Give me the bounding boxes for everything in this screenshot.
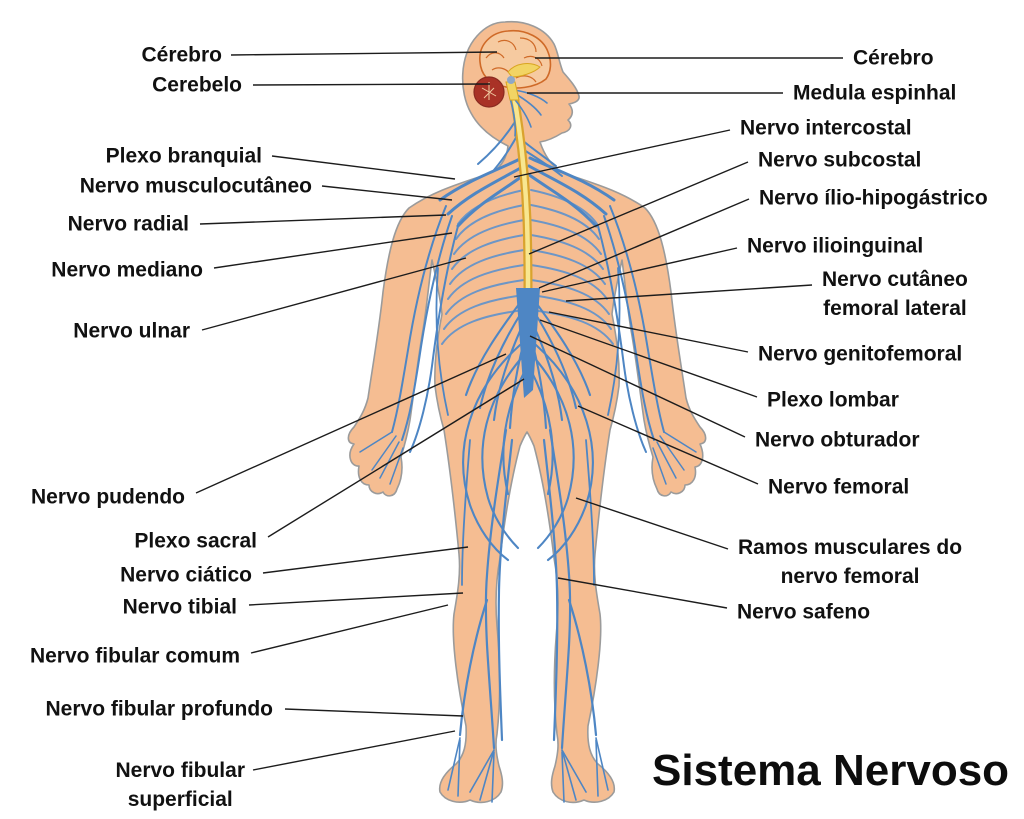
leg-nerves-right (542, 428, 609, 803)
label-nervo-safeno: Nervo safeno (737, 600, 871, 624)
leader-line-nervo-ilio-hipogastrico (538, 198, 750, 289)
label-nervo-intercostal: Nervo intercostal (740, 116, 912, 140)
leader-line-nervo-subcostal (528, 161, 749, 255)
leader-line-nervo-radial (199, 214, 447, 225)
cauda-equina (516, 288, 540, 398)
leader-line-nervo-musculocutaneo (321, 185, 453, 201)
leader-line-nervo-fibular-comum (250, 604, 449, 654)
leader-line-nervo-safeno (557, 577, 728, 609)
label-nervo-ciatico: Nervo ciático (120, 563, 252, 587)
label-nervo-cutaneo-femoral-lateral: Nervo cutâneo femoral lateral (822, 268, 968, 320)
leader-line-nervo-fibular-superficial (252, 730, 456, 771)
leader-line-nervo-cutaneo-femoral-lateral (565, 284, 813, 302)
leader-line-nervo-obturador (529, 335, 746, 438)
leader-line-plexo-sacral (267, 378, 525, 538)
leg-nerves-left (447, 428, 514, 803)
label-cerebro-right: Cérebro (853, 46, 934, 70)
label-nervo-genitofemoral: Nervo genitofemoral (758, 342, 963, 366)
label-cerebro-left: Cérebro (141, 43, 222, 67)
label-cerebelo: Cerebelo (152, 73, 242, 97)
label-plexo-branquial: Plexo branquial (105, 144, 262, 168)
label-nervo-ilio-hipogastrico: Nervo ílio-hipogástrico (759, 186, 988, 210)
label-ramos-musculares: Ramos musculares do nervo femoral (738, 536, 963, 588)
shoulder-nerves (438, 119, 616, 228)
leader-line-nervo-ulnar (201, 257, 467, 331)
label-nervo-obturador: Nervo obturador (755, 428, 920, 452)
label-plexo-sacral: Plexo sacral (134, 529, 257, 553)
label-nervo-musculocutaneo: Nervo musculocutâneo (79, 174, 312, 198)
leader-line-plexo-lombar (539, 319, 758, 398)
spinal-cord-illustration (509, 91, 533, 297)
label-nervo-fibular-superficial: Nervo fibular superficial (115, 759, 245, 811)
leader-line-plexo-branquial (271, 155, 456, 180)
label-nervo-femoral: Nervo femoral (768, 475, 910, 499)
leader-line-nervo-genitofemoral (548, 311, 749, 353)
leader-line-nervo-fibular-profundo (284, 708, 464, 717)
leader-line-nervo-intercostal (513, 129, 731, 178)
rib-nerves (441, 189, 614, 345)
leader-line-ramos-musculares (575, 497, 729, 550)
leader-line-nervo-ciatico (262, 546, 469, 574)
label-nervo-tibial: Nervo tibial (122, 595, 237, 619)
corpus-callosum (507, 63, 541, 78)
label-nervo-subcostal: Nervo subcostal (758, 148, 922, 172)
leader-line-cerebelo (252, 83, 491, 86)
leader-line-cerebro-left (230, 51, 498, 56)
label-medula-espinhal: Medula espinhal (793, 81, 957, 105)
label-nervo-ulnar: Nervo ulnar (73, 319, 190, 343)
arm-nerves-right (597, 205, 697, 485)
leader-line-nervo-tibial (248, 592, 464, 606)
diagram-title: Sistema Nervoso (652, 746, 1010, 795)
arm-nerves-left (359, 205, 459, 485)
leader-line-nervo-mediano (213, 232, 453, 269)
label-nervo-pudendo: Nervo pudendo (30, 485, 185, 509)
label-nervo-fibular-profundo: Nervo fibular profundo (45, 697, 274, 721)
label-nervo-mediano: Nervo mediano (51, 258, 203, 282)
leader-line-nervo-femoral (577, 405, 759, 485)
label-nervo-fibular-comum: Nervo fibular comum (29, 644, 240, 668)
flank-nerves (435, 267, 621, 416)
label-nervo-radial: Nervo radial (67, 212, 189, 236)
leader-line-nervo-ilioinguinal (541, 247, 738, 293)
leader-line-nervo-pudendo (195, 353, 507, 494)
label-plexo-lombar: Plexo lombar (767, 388, 899, 412)
label-nervo-ilioinguinal: Nervo ilioinguinal (747, 234, 924, 258)
